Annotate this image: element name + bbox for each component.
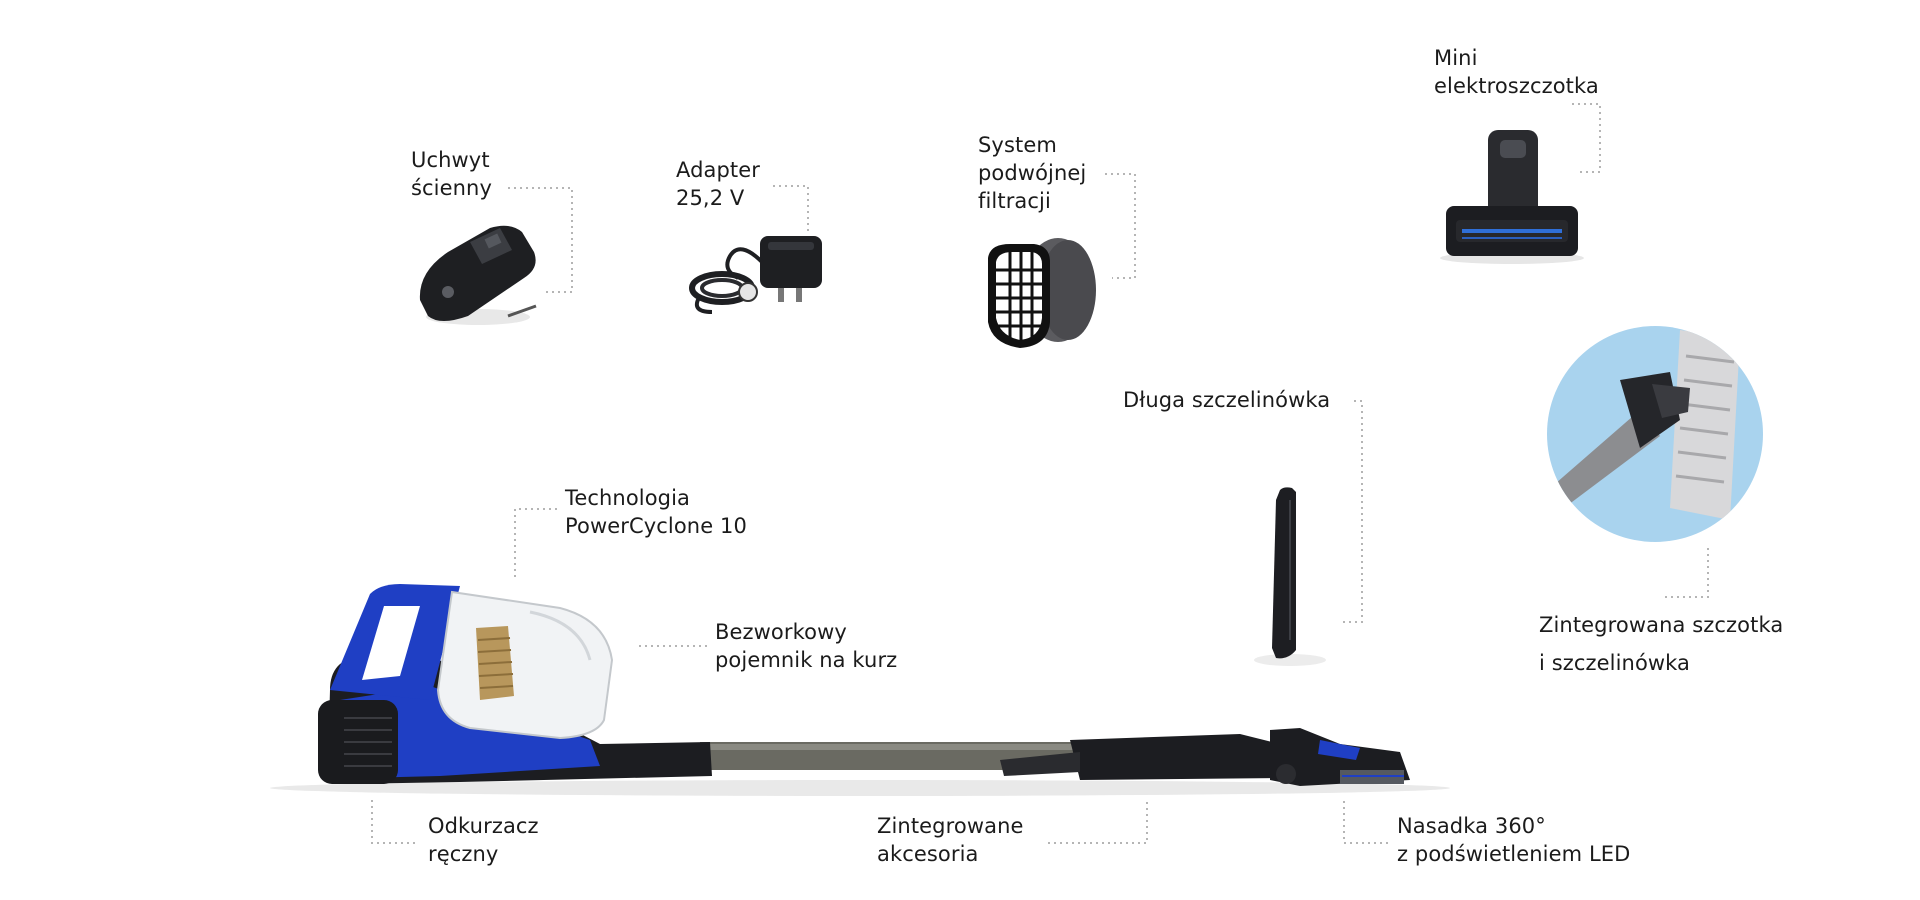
crevice-tool-icon bbox=[1254, 487, 1326, 666]
label-integrated-brush: Zintegrowana szczotka i szczelinówka bbox=[1539, 613, 1784, 675]
leader-handheld bbox=[371, 800, 417, 844]
leader-nozzle bbox=[1343, 800, 1388, 844]
leader-wall-mount bbox=[508, 187, 573, 293]
label-integrated-accessories: Zintegrowane akcesoria bbox=[877, 814, 1024, 866]
label-nozzle: Nasadka 360° z podświetleniem LED bbox=[1397, 814, 1631, 866]
label-wall-mount: Uchwyt ścienny bbox=[411, 148, 492, 200]
label-crevice-long: Długa szczelinówka bbox=[1123, 388, 1331, 412]
label-bagless: Bezworkowy pojemnik na kurz bbox=[715, 620, 898, 672]
leader-accessories bbox=[1048, 800, 1148, 844]
mini-brush-icon bbox=[1440, 130, 1584, 264]
leader-integrated-brush bbox=[1665, 548, 1709, 598]
label-powercyclone: Technologia PowerCyclone 10 bbox=[565, 486, 747, 538]
leader-filter bbox=[1105, 173, 1136, 279]
leader-adapter bbox=[773, 185, 809, 232]
power-adapter-icon bbox=[689, 236, 822, 314]
label-adapter: Adapter 25,2 V bbox=[676, 158, 761, 210]
label-handheld: Odkurzacz ręczny bbox=[428, 814, 539, 866]
filter-icon bbox=[988, 238, 1096, 348]
leader-powercyclone bbox=[514, 508, 557, 578]
leader-mini-brush bbox=[1572, 103, 1601, 173]
wall-mount-icon bbox=[419, 225, 537, 325]
label-filtration: System podwójnej filtracji bbox=[978, 133, 1087, 213]
leader-lines bbox=[371, 103, 1709, 844]
leader-crevice bbox=[1340, 400, 1363, 623]
integrated-brush-icon bbox=[1547, 326, 1763, 542]
stick-vacuum-icon bbox=[270, 584, 1450, 796]
label-mini-brush: Mini elektroszczotka bbox=[1434, 46, 1599, 98]
